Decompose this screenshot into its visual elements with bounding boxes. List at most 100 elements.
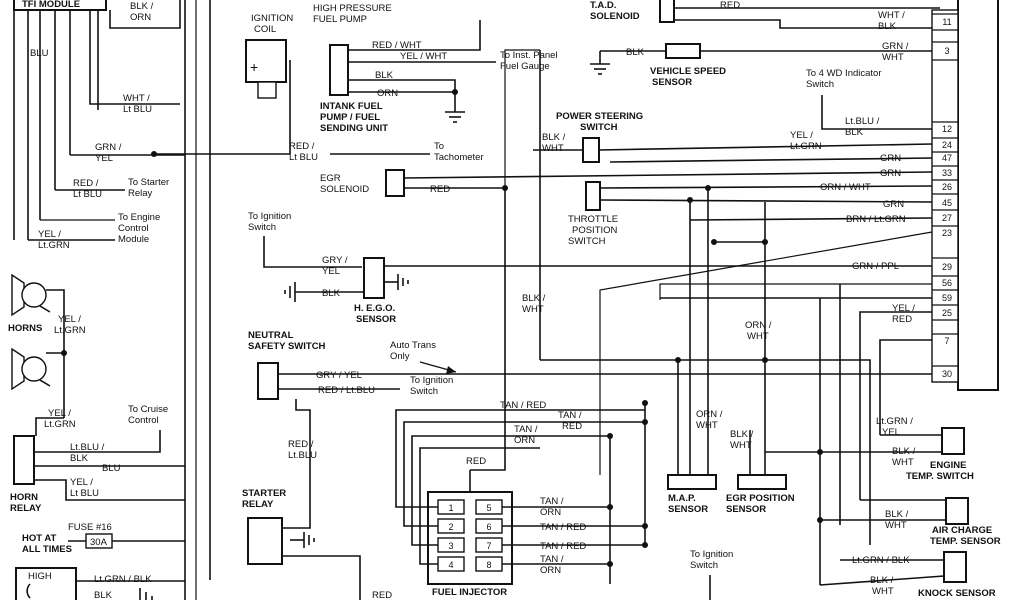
- ecm-pin-29: 29: [942, 262, 952, 272]
- ecm-pin-11: 11: [942, 17, 951, 27]
- high-beam-switch: HIGH: [15, 567, 77, 600]
- wire-blk-wht-mid: BLK /WHT: [522, 293, 546, 315]
- injector-pin-5: 5: [486, 503, 491, 513]
- wire-wht-blk-11: WHT /BLK: [878, 10, 905, 32]
- wire-ltgrn-yel-ect: Lt.GRN /YEL: [876, 416, 913, 438]
- knock-sensor-symbol: [943, 551, 967, 583]
- wire-ltblu-blk-12: Lt.BLU /BLK: [845, 116, 880, 138]
- map-sensor-label: M.A.P.SENSOR: [668, 493, 708, 515]
- vss-symbol: [665, 43, 701, 59]
- ecm-pin-25: 25: [942, 308, 952, 318]
- fuel-injector-label: FUEL INJECTOR: [432, 587, 507, 598]
- wire-orn-wht-mid: ORN /WHT: [745, 320, 772, 342]
- fuse-label: FUSE #16: [68, 522, 112, 533]
- injector-pin-3: 3: [448, 541, 453, 551]
- power-steering-symbol: [582, 137, 600, 163]
- wire-yel-ltgrn-horn: YEL /Lt.GRN: [54, 314, 86, 336]
- wire-grn-47: GRN: [880, 153, 901, 164]
- wire-blk-pump: BLK: [375, 70, 394, 81]
- wire-orn-wht-map: ORN /WHT: [696, 409, 723, 431]
- ecm-pin-59: 59: [942, 293, 952, 303]
- horn-lower-symbol: [11, 347, 51, 391]
- high-label: HIGH: [28, 571, 52, 582]
- horns-label: HORNS: [8, 323, 42, 334]
- wire-yel-ltblu-relay: YEL /Lt BLU: [70, 477, 99, 499]
- ecm-pin-26: 26: [942, 182, 952, 192]
- wire-blk-hego: BLK: [322, 288, 341, 299]
- ecm-pin-33: 33: [942, 168, 952, 178]
- wire-blu-relay: BLU: [102, 463, 121, 474]
- egr-position-sensor-symbol: [737, 474, 787, 490]
- wire-tan-red-4: TAN / RED: [540, 541, 586, 552]
- wire-ltgrn-blk-knock: Lt.GRN / BLK: [852, 555, 910, 566]
- wire-orn-pump: ORN: [377, 88, 398, 99]
- wire-blk-wht-knock: BLK /WHT: [870, 575, 894, 597]
- act-symbol: [945, 497, 969, 525]
- ecm-pin-23: 23: [942, 228, 952, 238]
- wire-tan-red-1: TAN / RED: [500, 400, 546, 411]
- wire-yel-ltgrn-ecm: YEL /Lt.GRN: [38, 229, 70, 251]
- map-sensor-symbol: [667, 474, 717, 490]
- ecm-pin-12: 12: [942, 124, 952, 134]
- wire-red-egr: RED: [430, 184, 450, 195]
- injector-pin-6: 6: [486, 522, 491, 532]
- ecm-pin-56: 56: [942, 278, 952, 288]
- starter-relay-symbol: [247, 517, 283, 565]
- wire-tan-red-3: TAN / RED: [540, 522, 586, 533]
- wire-grn-33: GRN: [880, 168, 901, 179]
- injector-pin-4: 4: [448, 560, 453, 570]
- wire-gry-yel-hego: GRY /YEL: [322, 255, 348, 277]
- wire-tan-orn-1: TAN /ORN: [514, 424, 538, 446]
- neutral-safety-symbol: [257, 362, 279, 400]
- ecm-pin-27: 27: [942, 213, 952, 223]
- ecm-pin-47: 47: [942, 153, 952, 163]
- horn-upper-symbol: [11, 273, 51, 317]
- tfi-module-label: TFI MODULE: [22, 0, 80, 10]
- wire-yel-ltgrn-24: YEL /Lt.GRN: [790, 130, 822, 152]
- wire-blk-wht-act: BLK /WHT: [885, 509, 909, 531]
- wire-red-ltblu-start: RED /Lt BLU: [73, 178, 102, 200]
- ect-symbol: [941, 427, 965, 455]
- wire-red-ltblu-ns: RED / Lt.BLU: [318, 385, 375, 396]
- wire-blk-wht-egrpos: BLK /WHT: [730, 429, 754, 451]
- wire-tan-orn-2: TAN /ORN: [540, 496, 564, 518]
- wire-blk-orn-top: BLK /ORN: [130, 1, 154, 23]
- wire-brn-ltgrn-27: BRN / Lt.GRN: [846, 214, 906, 225]
- wire-grn-wht-3: GRN /WHT: [882, 41, 909, 63]
- wire-yel-ltgrn-relay: YEL /Lt.GRN: [44, 408, 76, 430]
- ecm-pin-24: 24: [942, 140, 952, 150]
- ground-symbol-hego: [284, 274, 409, 302]
- hego-symbol: [363, 257, 385, 299]
- wire-red-wht: RED / WHT: [372, 40, 422, 51]
- ecm-connector: [931, 0, 999, 391]
- egr-solenoid-symbol: [385, 169, 405, 197]
- ecm-pin-3: 3: [944, 46, 949, 56]
- wire-orn-wht-26: ORN / WHT: [820, 182, 871, 193]
- knock-sensor-label: KNOCK SENSOR: [918, 588, 996, 599]
- wire-tan-red-2: TAN /RED: [558, 410, 582, 432]
- wire-gry-yel-ns: GRY / YEL: [316, 370, 362, 381]
- wire-ltgrn-blk-high: Lt.GRN / BLK: [94, 574, 152, 585]
- wire-grn-ppl-29: GRN / PPL: [852, 261, 899, 272]
- ground-symbol-starter: [290, 532, 315, 548]
- wire-red-inj: RED: [466, 456, 486, 467]
